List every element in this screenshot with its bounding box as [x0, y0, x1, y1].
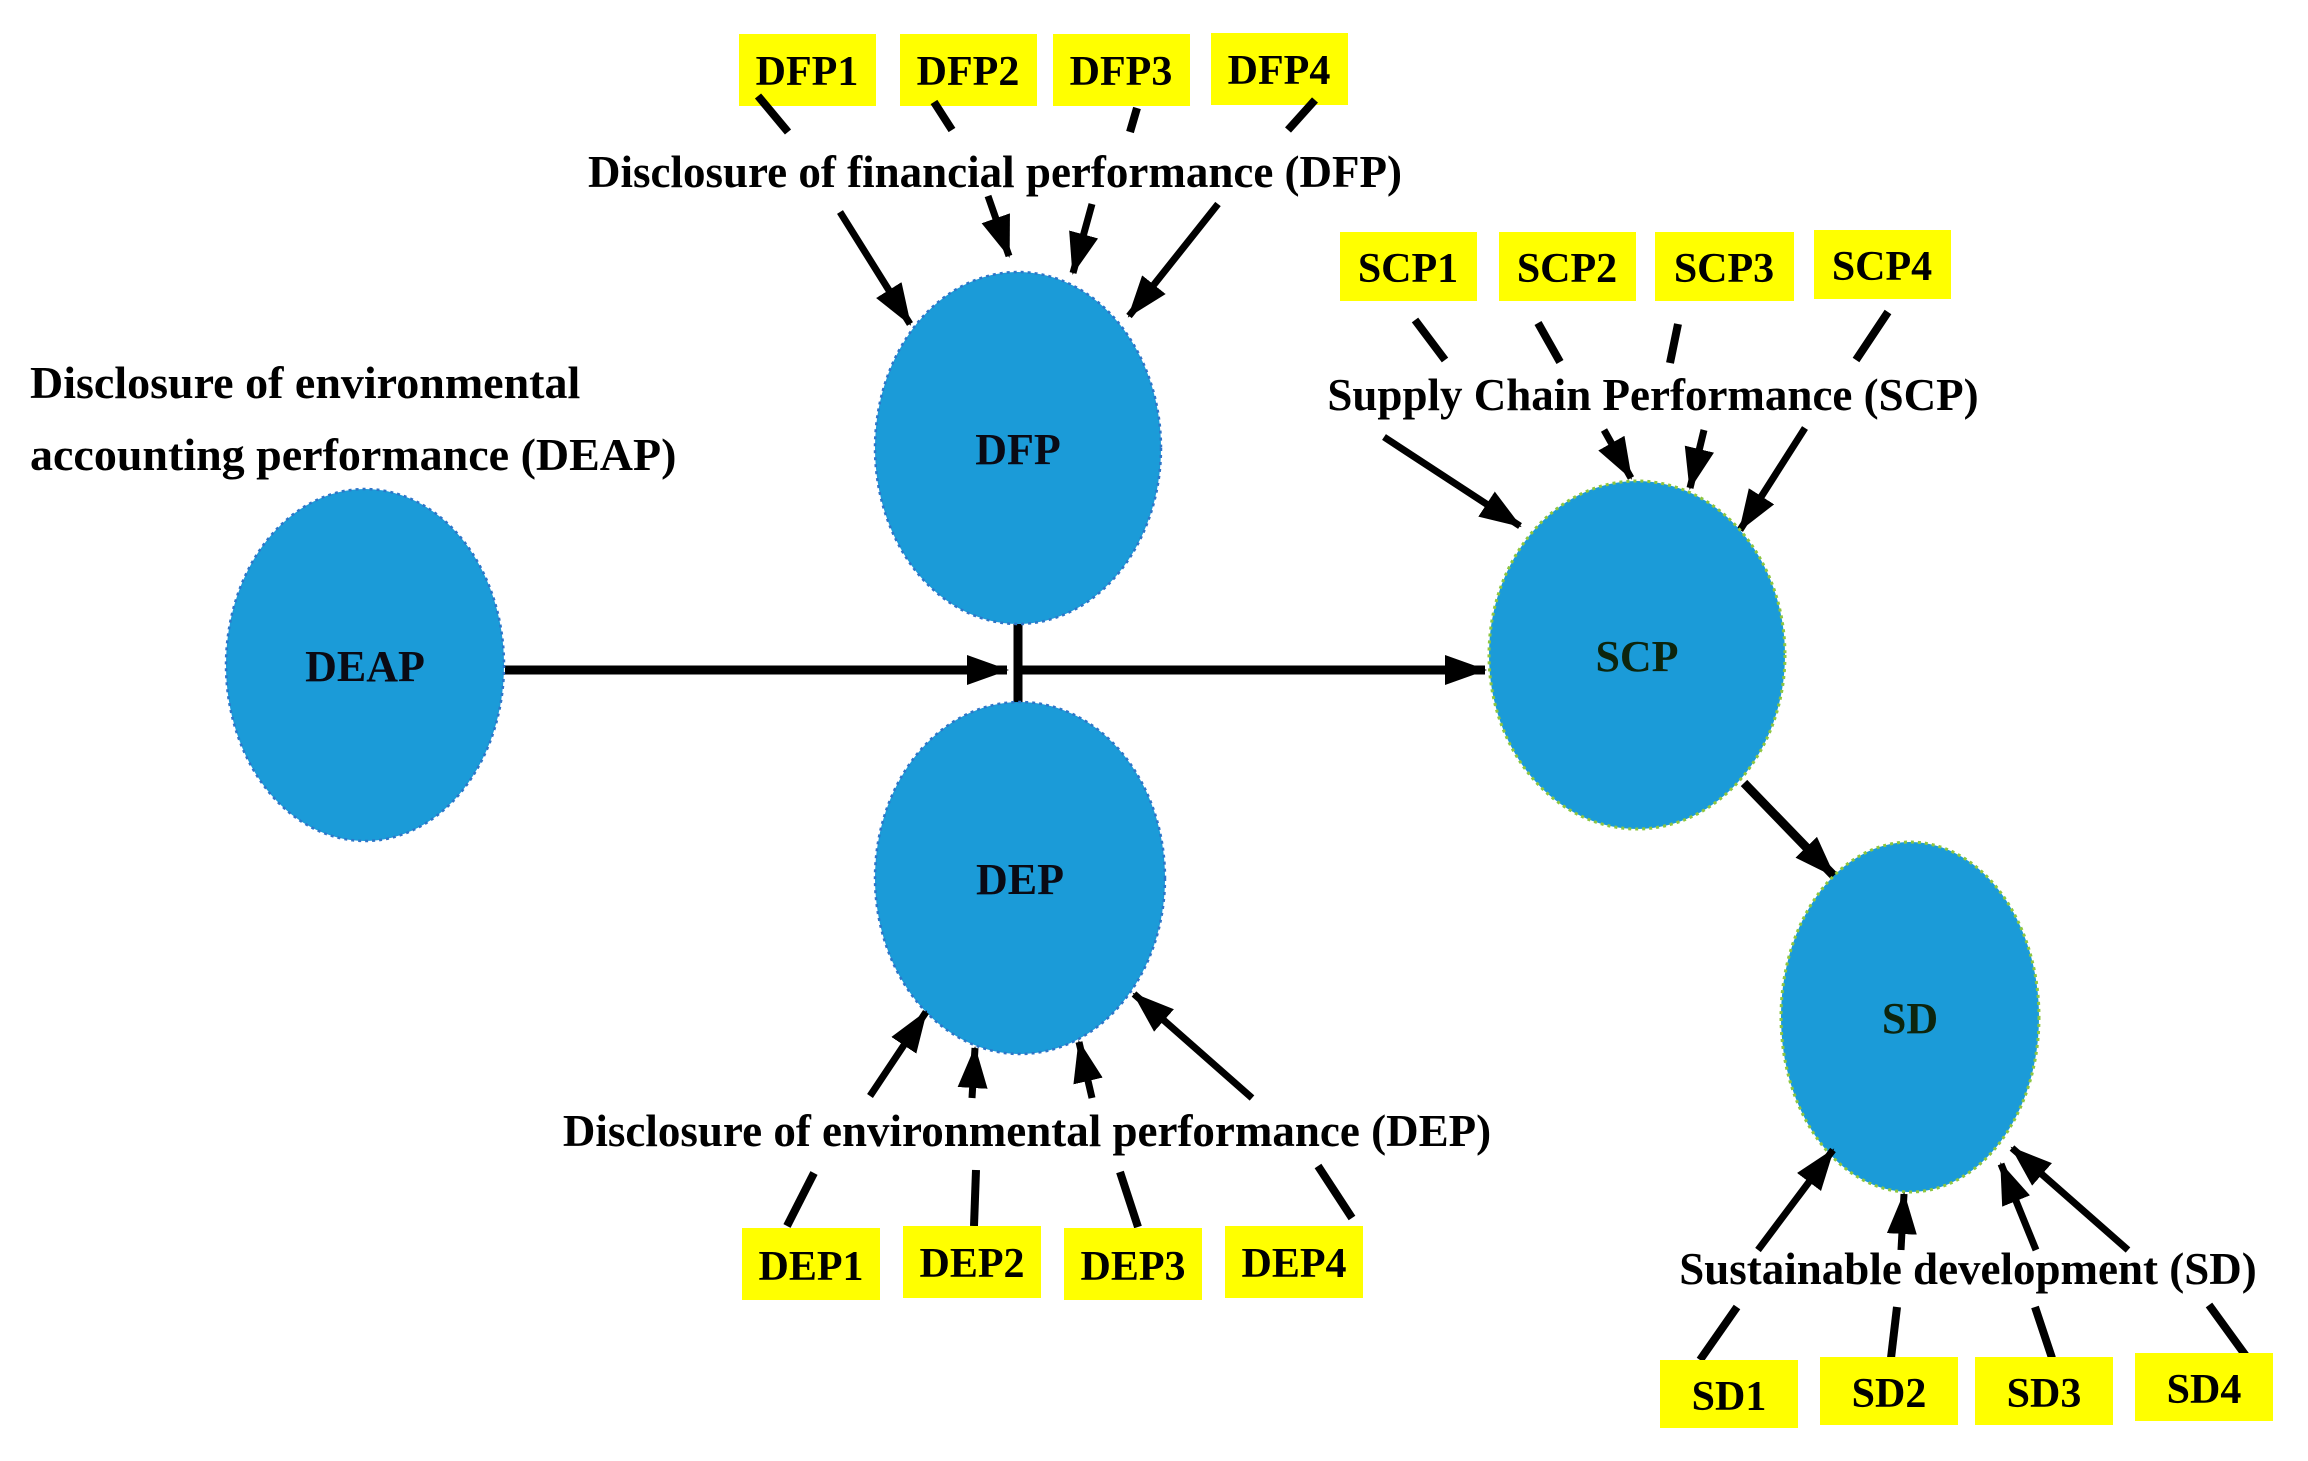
indicator-tick-sd4 [2205, 1302, 2250, 1359]
measurement-arrow-dfp4 [1126, 201, 1221, 319]
construct-group-deap: Disclosure of environmental accounting p… [30, 357, 676, 843]
indicator-tick-dfp4 [1285, 97, 1318, 133]
measurement-arrow-sd4 [2009, 1145, 2131, 1253]
indicator-tick-dep3 [1116, 1170, 1142, 1229]
indicator-box-sd1 [1660, 1360, 1798, 1428]
measurement-arrow-sd1 [1755, 1147, 1836, 1253]
construct-group-scp: SCP1 SCP2 SCP3 SCP4 Supply Chain Perform… [1327, 230, 1979, 831]
indicator-box-dfp4 [1211, 33, 1348, 105]
indicator-label-sd1: SD1 [1692, 1374, 1767, 1420]
construct-caption-sd: Sustainable development (SD) [1679, 1244, 2257, 1294]
indicator-tick-scp1 [1411, 317, 1449, 363]
indicator-tick-scp3 [1666, 323, 1682, 364]
indicator-box-dep2 [903, 1226, 1041, 1298]
indicator-box-dfp1 [739, 34, 876, 106]
latent-ellipse-deap [224, 487, 506, 843]
construct-caption-deap-line2: accounting performance (DEAP) [30, 429, 676, 480]
measurement-arrow-scp3 [1684, 429, 1714, 490]
indicator-label-scp3: SCP3 [1674, 246, 1774, 292]
measurement-arrow-dfp1 [837, 210, 913, 326]
latent-label-deap: DEAP [305, 642, 425, 691]
construct-caption-scp: Supply Chain Performance (SCP) [1327, 370, 1978, 420]
path-arrow-scp-to-sd [1740, 779, 1838, 880]
indicator-box-dep1 [742, 1228, 880, 1300]
indicator-box-sd3 [1975, 1357, 2113, 1425]
indicator-tick-sd1 [1696, 1304, 1741, 1363]
indicator-label-dep4: DEP4 [1242, 1241, 1347, 1287]
indicator-tick-dep2 [970, 1169, 980, 1227]
measurement-arrow-dep1 [867, 1010, 929, 1098]
indicator-box-dfp2 [900, 34, 1037, 106]
indicator-tick-dfp3 [1126, 106, 1141, 134]
indicator-box-scp2 [1499, 232, 1636, 301]
latent-label-dfp: DFP [975, 425, 1061, 474]
indicator-label-sd2: SD2 [1852, 1371, 1927, 1417]
measurement-arrow-dep4 [1131, 991, 1255, 1101]
latent-ellipse-scp [1487, 479, 1787, 831]
indicator-label-dep3: DEP3 [1081, 1244, 1186, 1290]
measurement-arrow-dep2 [957, 1046, 988, 1099]
indicator-label-sd4: SD4 [2167, 1367, 2242, 1413]
construct-group-dep: DEP Disclosure of environmental performa… [563, 700, 1491, 1300]
measurement-arrow-dep3 [1073, 1040, 1103, 1099]
indicator-tick-dep1 [783, 1171, 818, 1228]
measurement-arrow-scp2 [1598, 428, 1635, 480]
indicator-tick-dfp1 [754, 93, 792, 135]
latent-ellipse-sd [1779, 840, 2041, 1194]
indicator-label-sd3: SD3 [2007, 1371, 2082, 1417]
measurement-arrow-dfp2 [981, 194, 1013, 258]
indicator-label-scp1: SCP1 [1358, 246, 1458, 292]
measurement-arrow-sd3 [1997, 1162, 2040, 1252]
measurement-arrow-sd2 [1886, 1192, 1917, 1251]
indicator-box-sd4 [2135, 1353, 2273, 1421]
construct-caption-dep: Disclosure of environmental performance … [563, 1106, 1491, 1156]
indicator-tick-dfp2 [930, 99, 956, 133]
indicator-label-dfp1: DFP1 [756, 49, 859, 95]
indicator-label-dep1: DEP1 [759, 1244, 864, 1290]
indicator-tick-sd3 [2031, 1305, 2056, 1360]
indicator-label-dfp3: DFP3 [1070, 49, 1173, 95]
indicator-label-dfp4: DFP4 [1228, 48, 1331, 94]
construct-group-dfp: DFP1 DFP2 DFP3 DFP4 Disclosure of financ… [588, 33, 1402, 626]
indicator-tick-scp4 [1852, 309, 1892, 363]
indicator-label-dep2: DEP2 [920, 1241, 1025, 1287]
indicator-label-scp4: SCP4 [1832, 244, 1932, 290]
indicator-tick-sd2 [1887, 1306, 1901, 1359]
measurement-arrow-scp4 [1737, 426, 1808, 532]
measurement-arrow-scp1 [1382, 434, 1522, 529]
indicator-box-dep3 [1064, 1228, 1202, 1300]
construct-caption-deap-line1: Disclosure of environmental [30, 357, 580, 408]
latent-ellipse-dep [873, 700, 1167, 1056]
indicator-tick-scp2 [1534, 321, 1564, 364]
measurement-arrow-dfp3 [1069, 203, 1099, 275]
latent-ellipse-dfp [873, 270, 1163, 626]
indicator-box-dep4 [1225, 1226, 1363, 1298]
indicator-box-scp3 [1655, 232, 1794, 301]
construct-group-sd: SD Sustainable development (SD) SD1 SD2 … [1660, 840, 2273, 1428]
construct-caption-dfp: Disclosure of financial performance (DFP… [588, 147, 1402, 197]
structural-paths [505, 624, 1838, 880]
latent-label-scp: SCP [1595, 632, 1678, 681]
indicator-box-scp1 [1340, 232, 1477, 301]
latent-label-sd: SD [1882, 994, 1938, 1043]
indicator-box-dfp3 [1053, 34, 1190, 106]
indicator-tick-dep4 [1314, 1163, 1356, 1221]
indicator-box-scp4 [1814, 230, 1951, 299]
indicator-box-sd2 [1820, 1357, 1958, 1425]
indicator-label-scp2: SCP2 [1517, 246, 1617, 292]
latent-label-dep: DEP [976, 855, 1064, 904]
indicator-label-dfp2: DFP2 [917, 49, 1020, 95]
